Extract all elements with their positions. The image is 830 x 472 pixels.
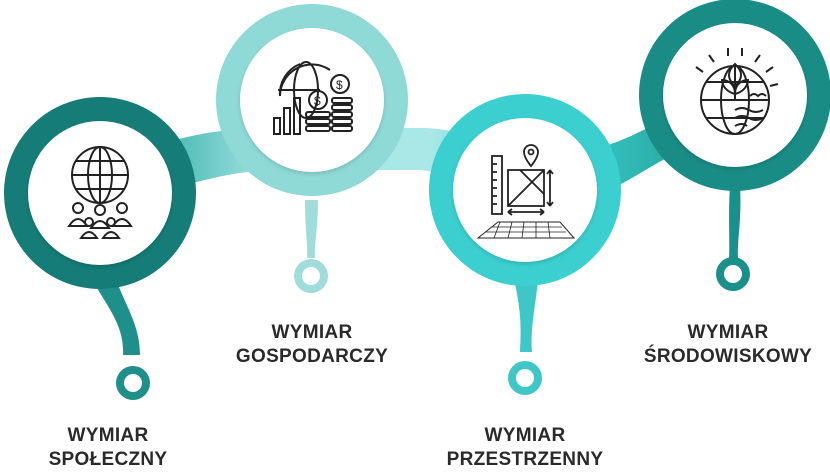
globe-people-icon — [67, 146, 133, 239]
label-line1: WYMIAR — [271, 322, 353, 343]
svg-text:$: $ — [314, 94, 321, 108]
label-line1: WYMIAR — [67, 425, 149, 446]
label-line2: GOSPODARCZY — [235, 346, 389, 367]
globe-finance-icon: $ $ — [273, 61, 353, 135]
label-line2: PRZESTRZENNY — [446, 449, 604, 470]
label-line1: WYMIAR — [484, 425, 566, 446]
label-line2: ŚRODOWISKOWY — [643, 346, 813, 367]
globe-nature-icon — [695, 48, 779, 135]
map-measure-icon — [476, 144, 576, 239]
label-line2: SPOŁECZNY — [48, 449, 168, 470]
label-line1: WYMIAR — [687, 322, 769, 343]
label-spoleczny: WYMIAR SPOŁECZNY — [18, 424, 198, 472]
pendant-rings — [116, 257, 750, 400]
label-srodowiskowy: WYMIAR ŚRODOWISKOWY — [628, 321, 828, 369]
svg-text:$: $ — [336, 78, 343, 92]
label-przestrzenny: WYMIAR PRZESTRZENNY — [420, 424, 630, 472]
label-gospodarczy: WYMIAR GOSPODARCZY — [212, 321, 412, 369]
